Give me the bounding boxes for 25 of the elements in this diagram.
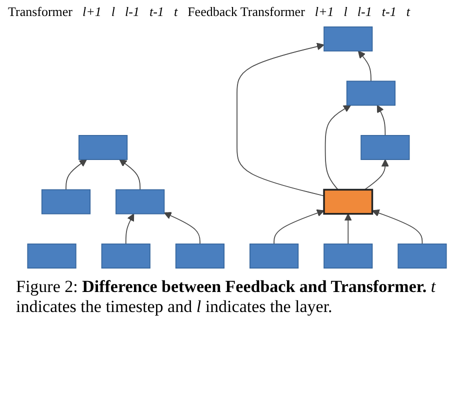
diagram-heading: Transformer	[8, 4, 73, 20]
arrow	[119, 159, 141, 190]
arrow	[376, 104, 386, 136]
arrow	[372, 209, 423, 244]
arrow	[344, 214, 352, 244]
axis-label: t	[406, 4, 410, 20]
axis-label: l+1	[82, 4, 102, 20]
axis-label: l-1	[357, 4, 372, 20]
arrow	[66, 159, 87, 190]
figure-caption: Figure 2: Difference between Feedback and Transformer. t indicates the timestep and l indicates the layer.	[15, 276, 437, 318]
axis-label: l-1	[125, 4, 140, 20]
axis-label: t-1	[149, 4, 164, 20]
axis-label: t-1	[382, 4, 396, 20]
arrow	[164, 212, 200, 244]
axis-label: l	[111, 4, 116, 20]
axis-label: t	[174, 4, 178, 20]
axis-label: l	[344, 4, 348, 20]
arrow	[358, 50, 372, 82]
arrow	[236, 42, 324, 196]
arrow	[324, 104, 352, 190]
arrow	[274, 209, 324, 244]
diagram-heading: Feedback Transformer	[188, 4, 305, 20]
arrow	[125, 214, 134, 244]
arrow	[364, 159, 389, 190]
axis-label: l+1	[314, 4, 334, 20]
